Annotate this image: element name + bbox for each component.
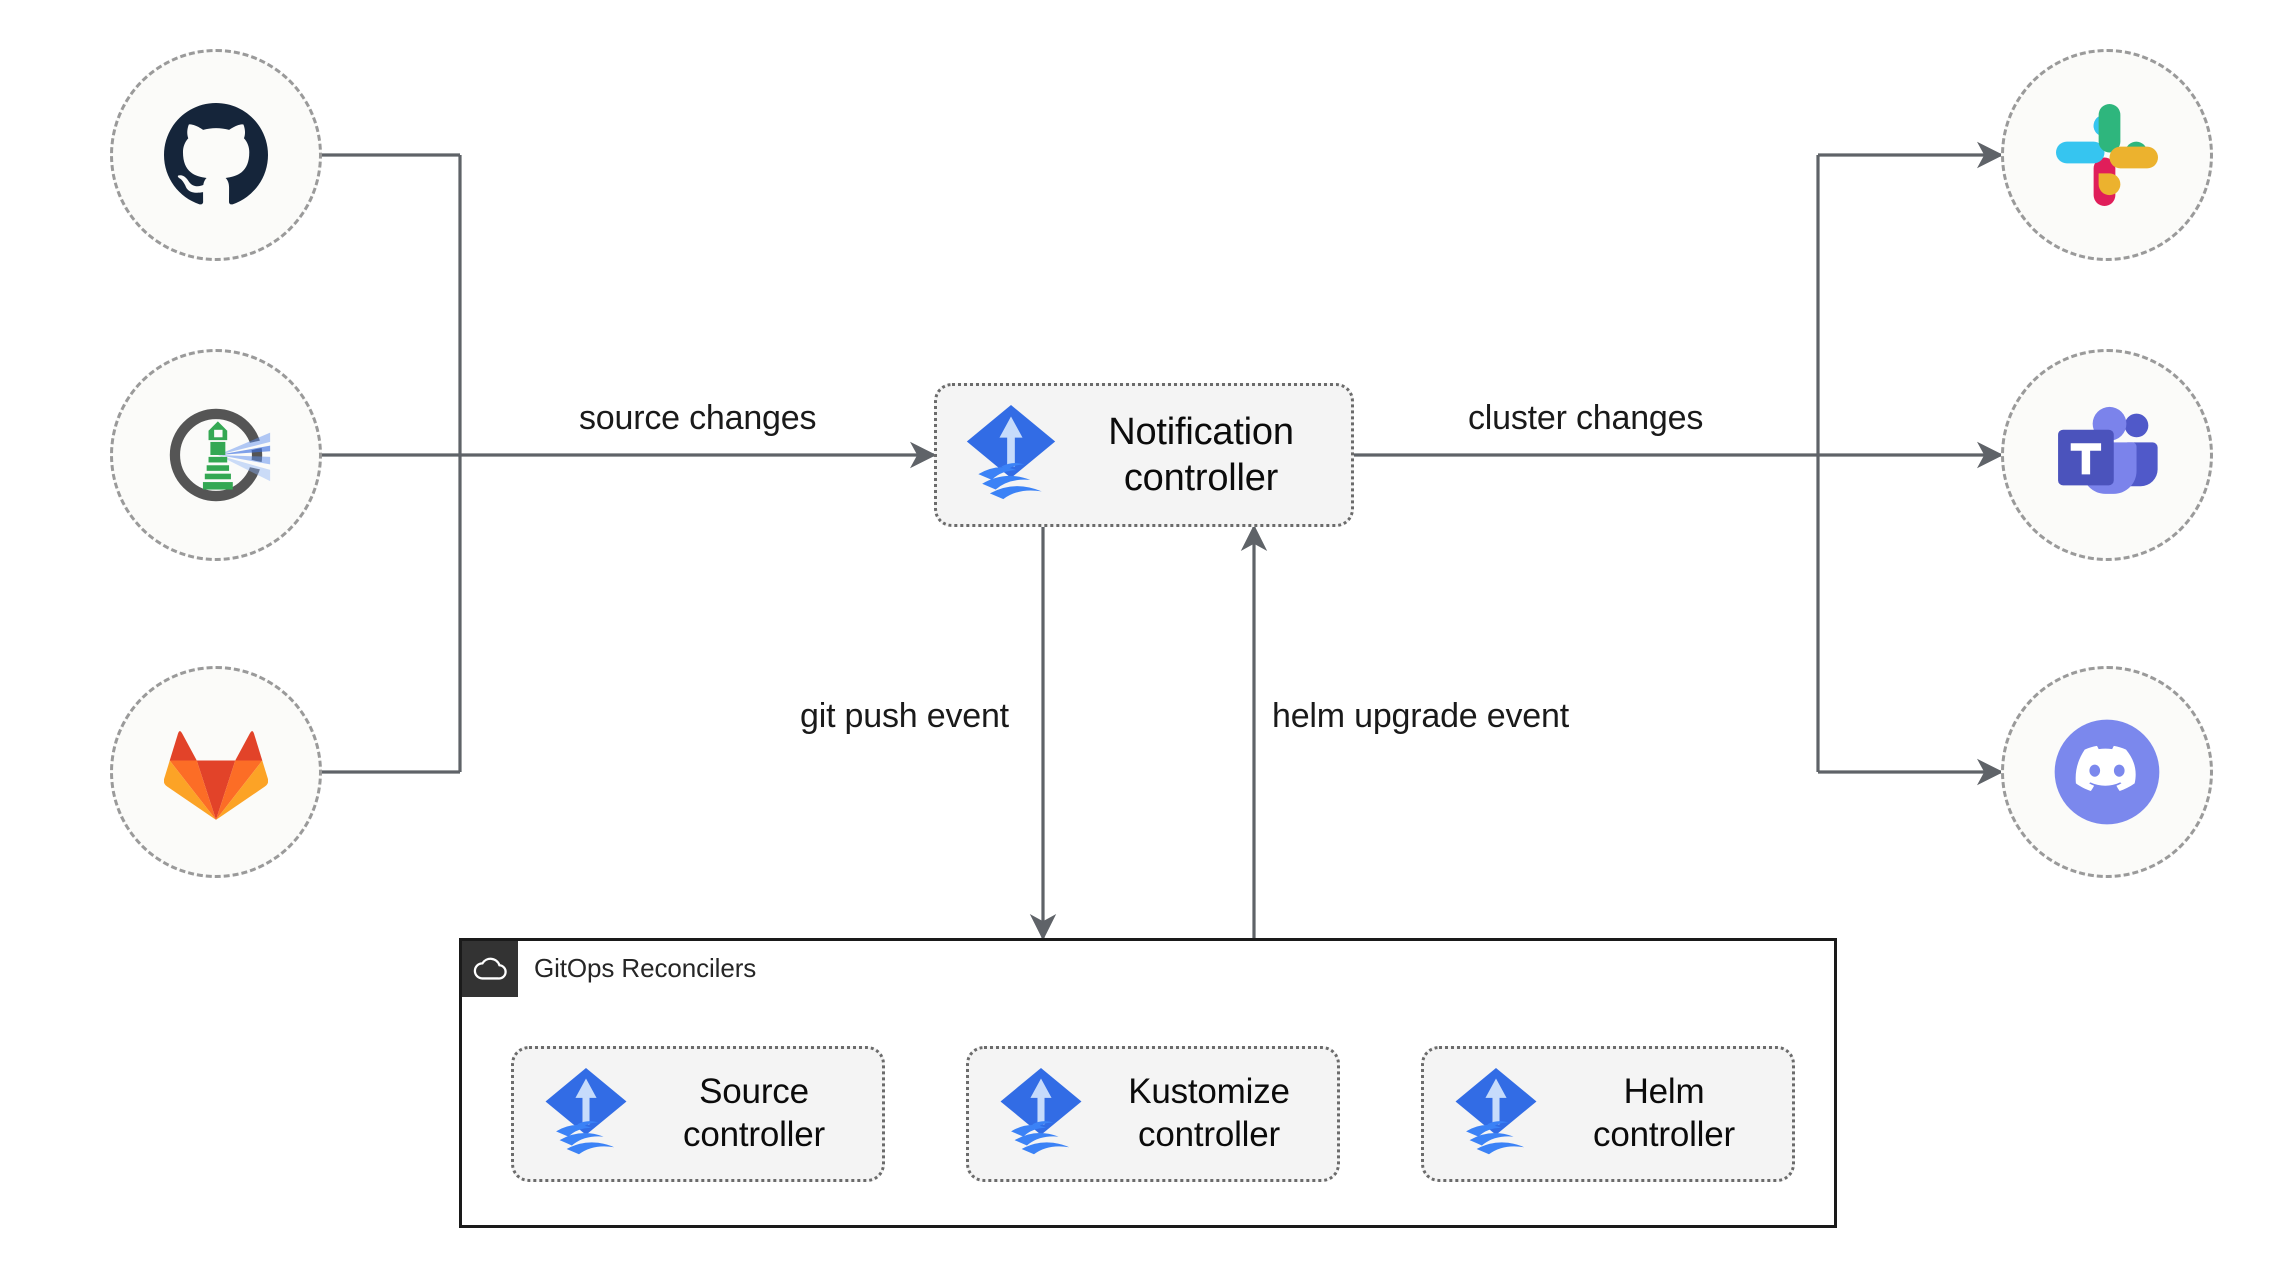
gitops-reconcilers-group: GitOps Reconcilers Source controller [459,938,1837,1228]
notification-controller-label: Notification controller [1108,410,1294,499]
source-node-gitea[interactable] [110,349,322,561]
destination-node-slack[interactable] [2001,49,2213,261]
source-node-gitlab[interactable] [110,666,322,878]
gitops-group-header [462,941,518,997]
destination-node-teams[interactable] [2001,349,2213,561]
microsoft-teams-icon [2058,406,2158,494]
edge-label-helm-upgrade-event: helm upgrade event [1272,697,1569,735]
github-icon [164,103,268,205]
flux-icon [542,1066,630,1163]
source-node-github[interactable] [110,49,322,261]
edge-label-cluster-changes: cluster changes [1468,399,1704,437]
discord-icon [2054,719,2160,825]
kustomize-controller-label: Kustomize controller [1128,1072,1290,1154]
flux-icon [963,403,1059,508]
slack-icon [2056,104,2158,206]
helm-controller-node[interactable]: Helm controller [1421,1046,1795,1182]
source-controller-label: Source controller [683,1072,825,1154]
cloud-icon [473,957,507,980]
gitops-group-title: GitOps Reconcilers [534,953,757,983]
flux-icon [997,1066,1085,1163]
helm-controller-label: Helm controller [1593,1072,1735,1154]
kustomize-controller-node[interactable]: Kustomize controller [966,1046,1340,1182]
source-controller-node[interactable]: Source controller [511,1046,885,1182]
gitlab-icon [164,731,268,820]
gitea-icon [169,408,271,502]
edge-label-git-push-event: git push event [800,697,1009,735]
destination-node-discord[interactable] [2001,666,2213,878]
notification-controller-node[interactable]: Notification controller [934,383,1354,527]
flux-icon [1452,1066,1540,1163]
edge-label-source-changes: source changes [579,399,817,437]
